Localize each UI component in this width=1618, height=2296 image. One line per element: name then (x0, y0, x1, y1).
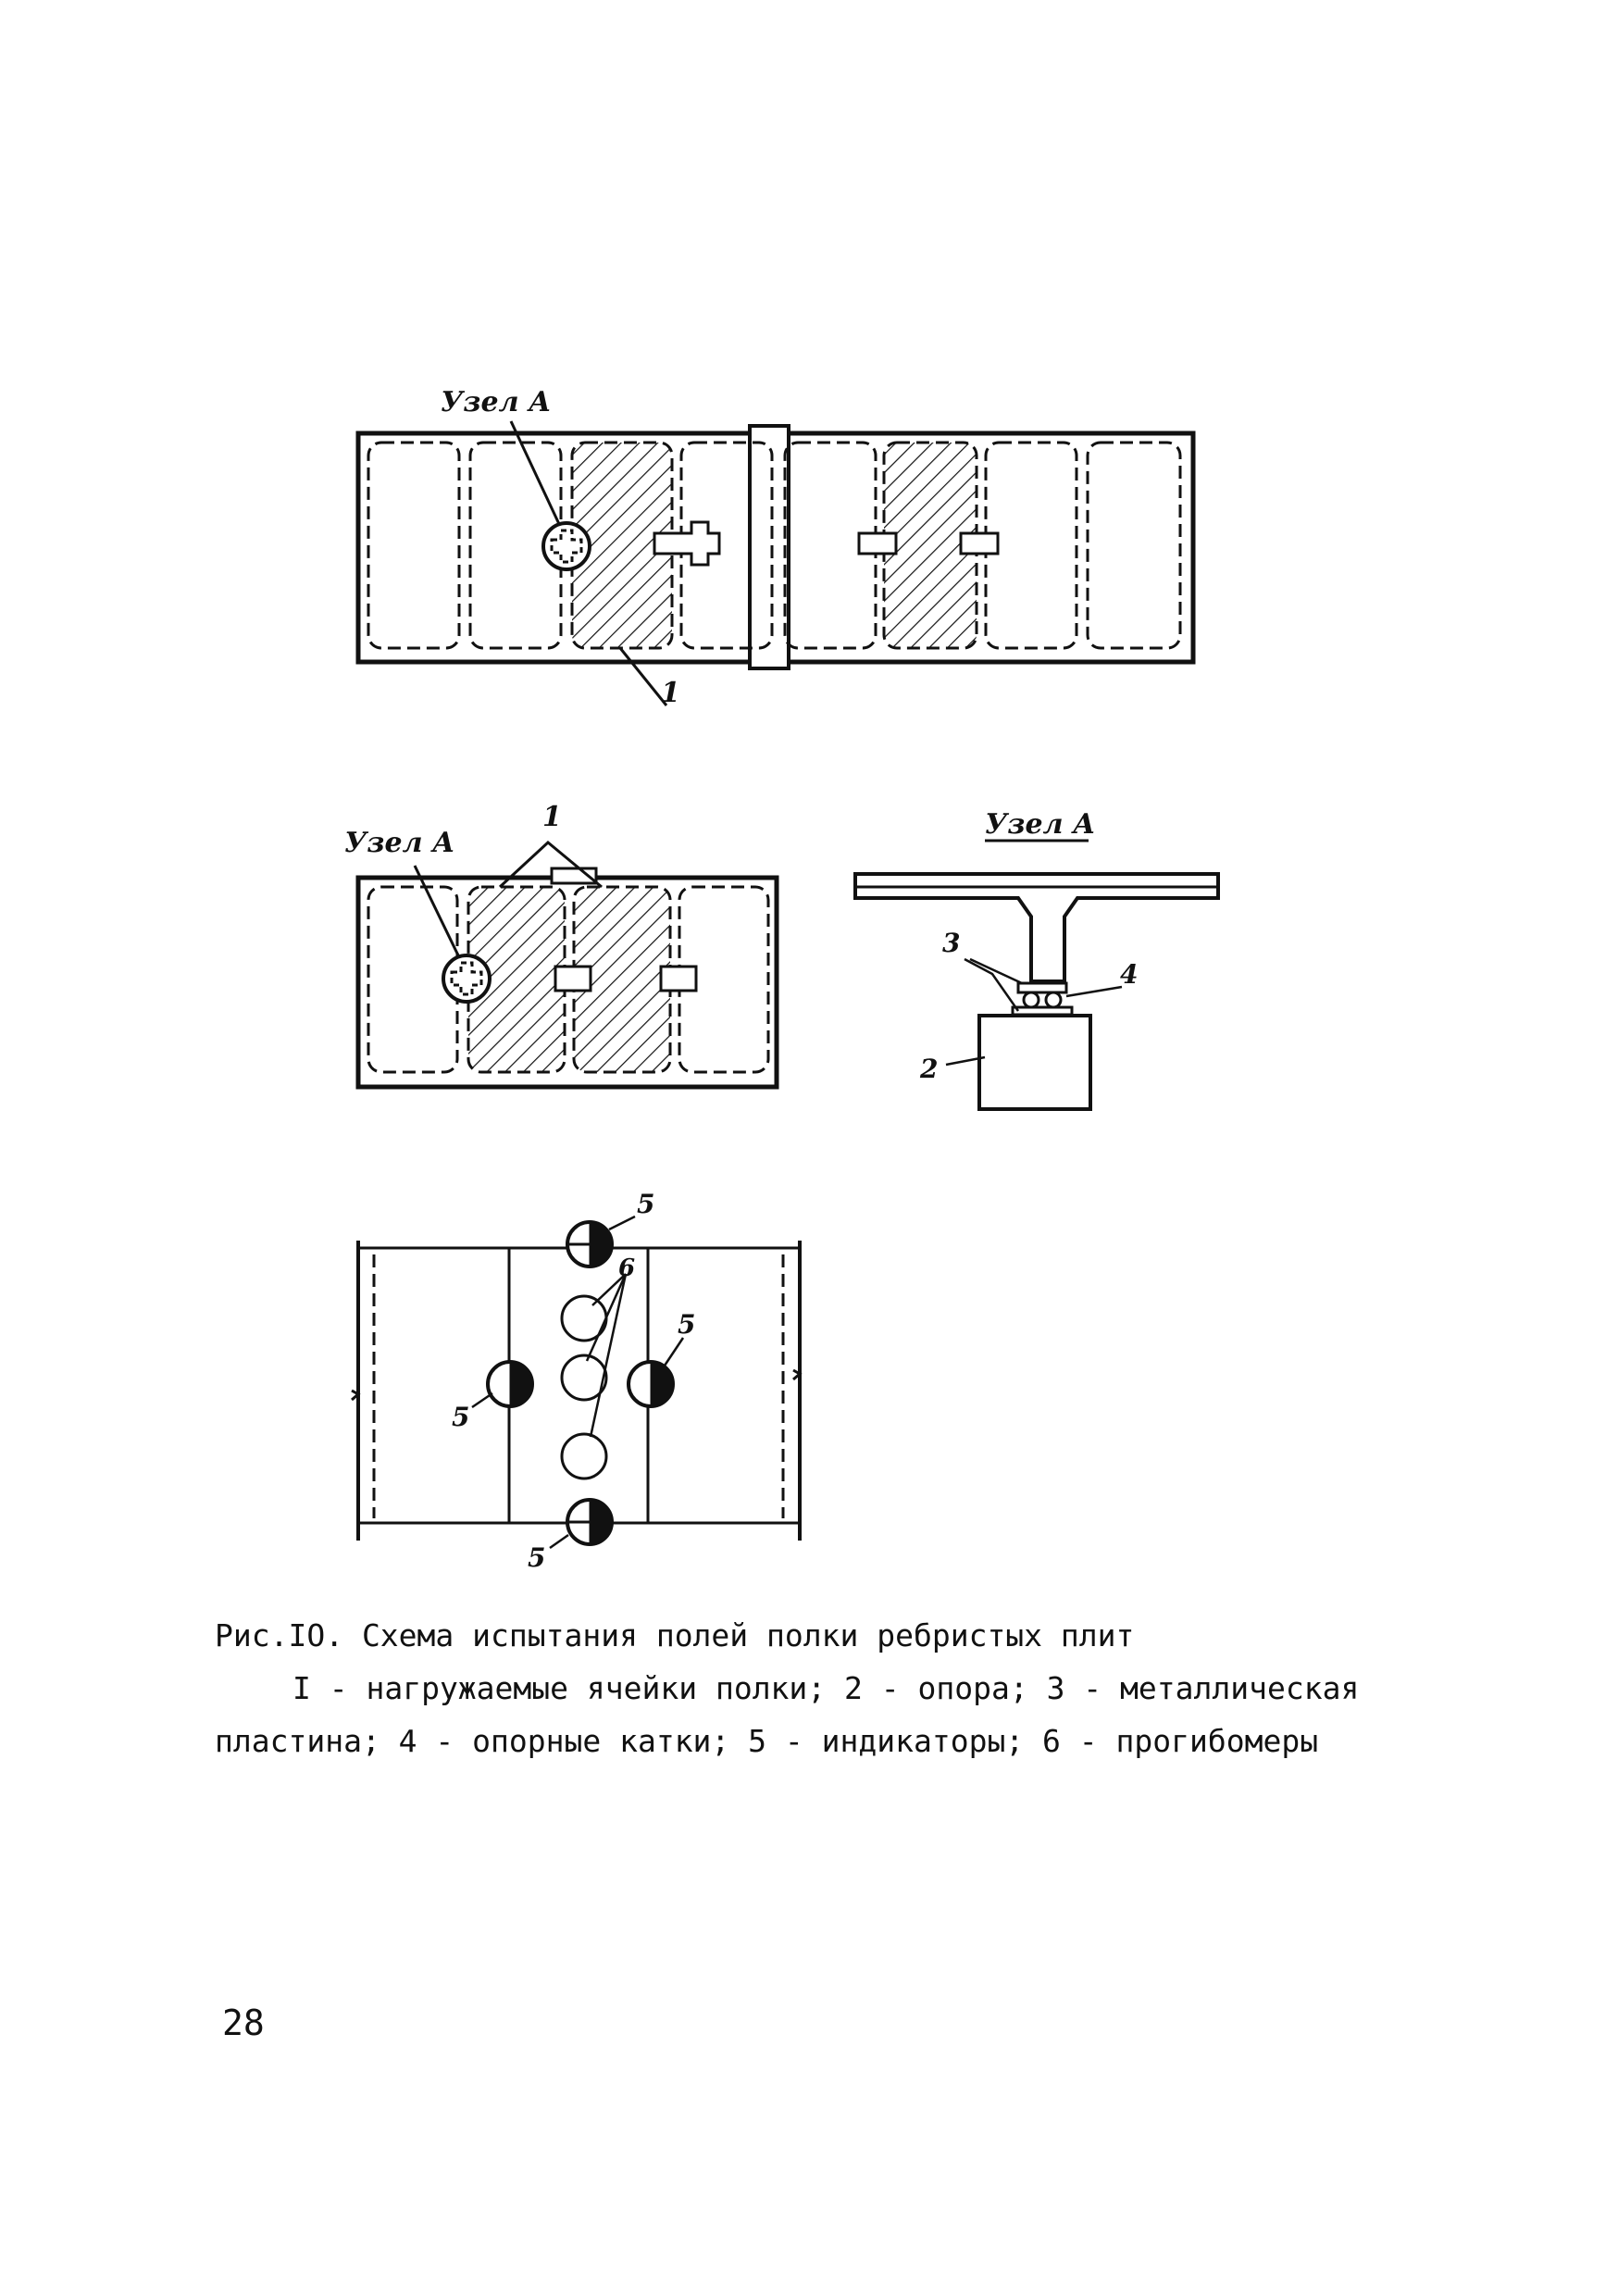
indicator (566, 1498, 614, 1546)
metal-plate (1016, 981, 1068, 994)
support-block (977, 1014, 1092, 1111)
support-roller (1044, 991, 1063, 1009)
label-2: 2 (919, 1054, 938, 1084)
label-uzel-a-mid: Узел А (344, 827, 454, 859)
indicator (627, 1360, 675, 1408)
label-uzel-a-top: Узел А (441, 386, 551, 418)
label-uzel-a-detail: Узел А (985, 808, 1095, 841)
figure-10-diagram: Узел А 1 Узел А 1 Уз (344, 386, 1220, 1573)
uzel-a-detail (853, 839, 1220, 1111)
leader-1-mid (498, 841, 603, 889)
leader-uzel-a-top (509, 420, 561, 525)
label-1-mid: 1 (542, 801, 562, 833)
middle-slab-plan (355, 841, 779, 1090)
label-5-left: 5 (452, 1402, 469, 1432)
label-5-right: 5 (678, 1309, 695, 1340)
page-number: 28 (222, 2003, 265, 2043)
label-1-top: 1 (661, 677, 680, 709)
leader-1-top (618, 647, 668, 706)
support-roller (1022, 991, 1040, 1009)
caption-legend: I - нагружаемые ячейки полки; 2 - опора;… (215, 1670, 1360, 1759)
indicator (566, 1220, 614, 1268)
label-3: 3 (942, 928, 960, 958)
gauge-layout (351, 1215, 803, 1550)
label-6: 6 (618, 1254, 635, 1282)
top-slab-pads (653, 520, 1000, 567)
metal-plate (1011, 1005, 1074, 1017)
label-5-bottom: 5 (528, 1542, 545, 1573)
label-4: 4 (1120, 959, 1138, 990)
figure-caption: Рис.IO. Схема испытания полей полки ребр… (215, 1609, 1446, 1767)
rib-section (853, 872, 1220, 983)
deflection-gauge (560, 1432, 608, 1480)
deflection-gauge (560, 1354, 608, 1402)
top-slab-joint (748, 424, 790, 670)
top-slab-plan (355, 420, 1196, 706)
indicator (486, 1360, 534, 1408)
uzel-a-marker-top (541, 521, 591, 571)
caption-title: Рис.IO. Схема испытания полей полки ребр… (215, 1617, 1135, 1653)
uzel-a-marker-mid (442, 954, 492, 1004)
label-5-top: 5 (637, 1189, 654, 1219)
